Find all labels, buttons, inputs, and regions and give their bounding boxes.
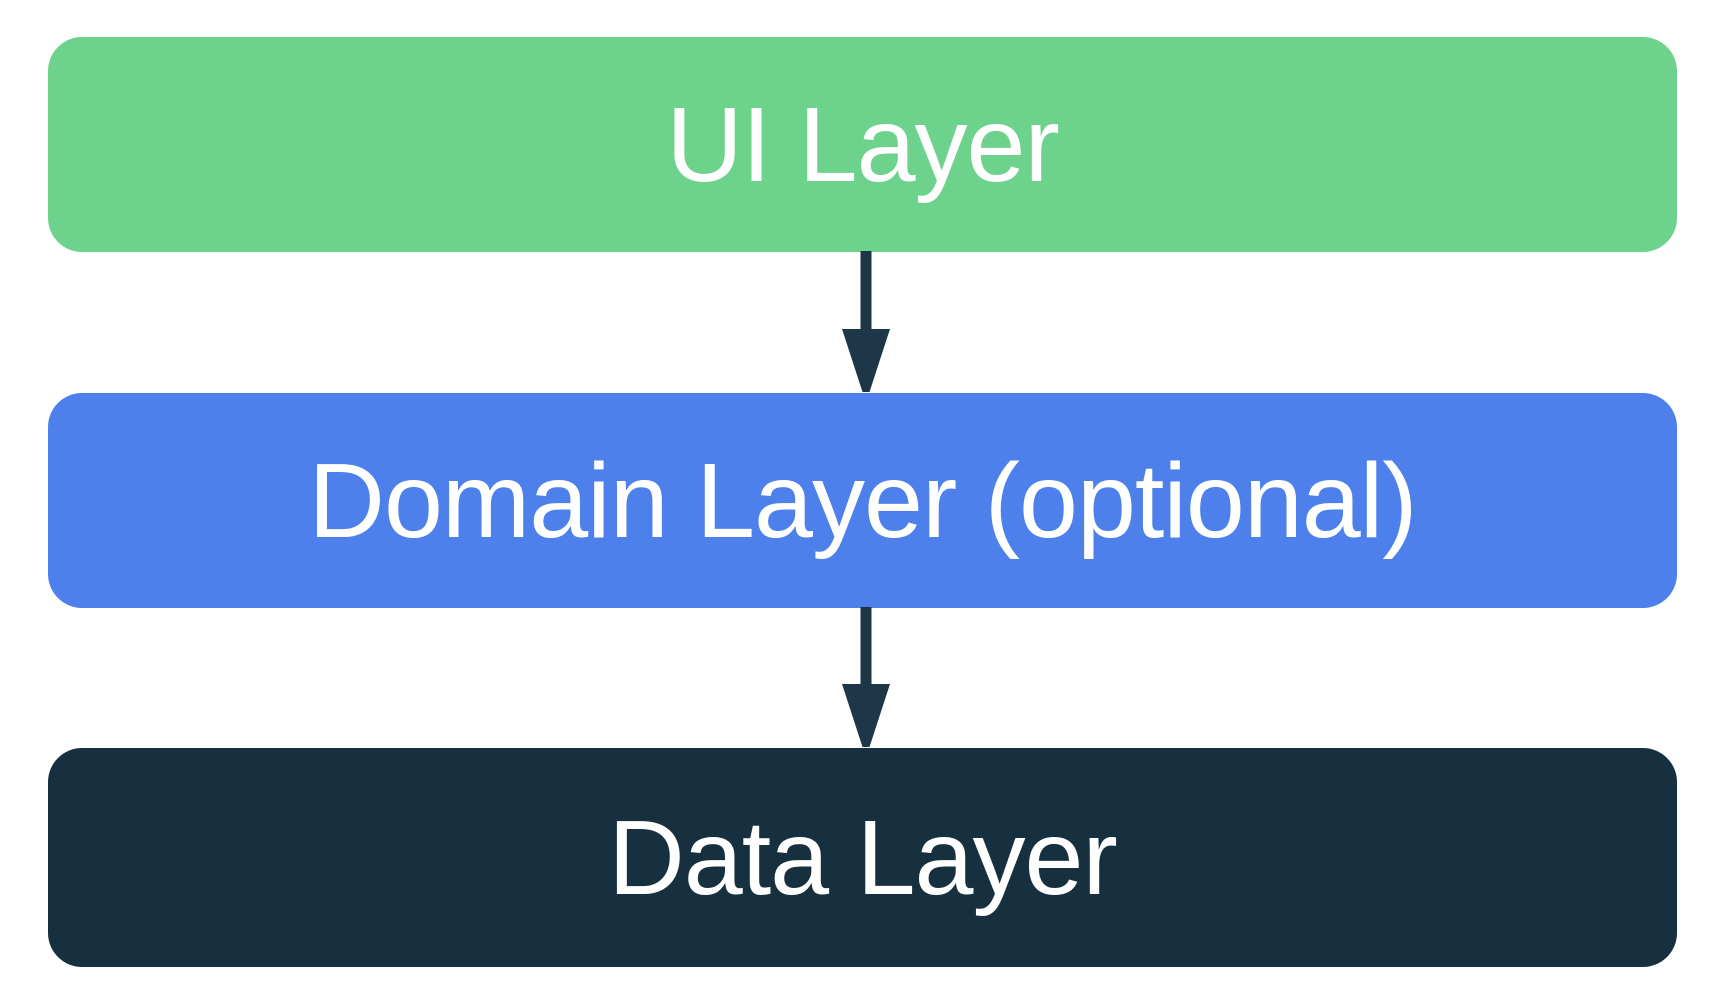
domain-layer-box: Domain Layer (optional) bbox=[48, 393, 1677, 608]
down-arrow-domain-to-data-icon bbox=[836, 607, 896, 748]
down-arrow-ui-to-domain-icon bbox=[836, 251, 896, 393]
data-layer-label: Data Layer bbox=[608, 798, 1118, 917]
data-layer-box: Data Layer bbox=[48, 748, 1677, 967]
ui-layer-label: UI Layer bbox=[666, 85, 1060, 204]
ui-layer-box: UI Layer bbox=[48, 37, 1677, 252]
domain-layer-label: Domain Layer (optional) bbox=[308, 441, 1417, 560]
